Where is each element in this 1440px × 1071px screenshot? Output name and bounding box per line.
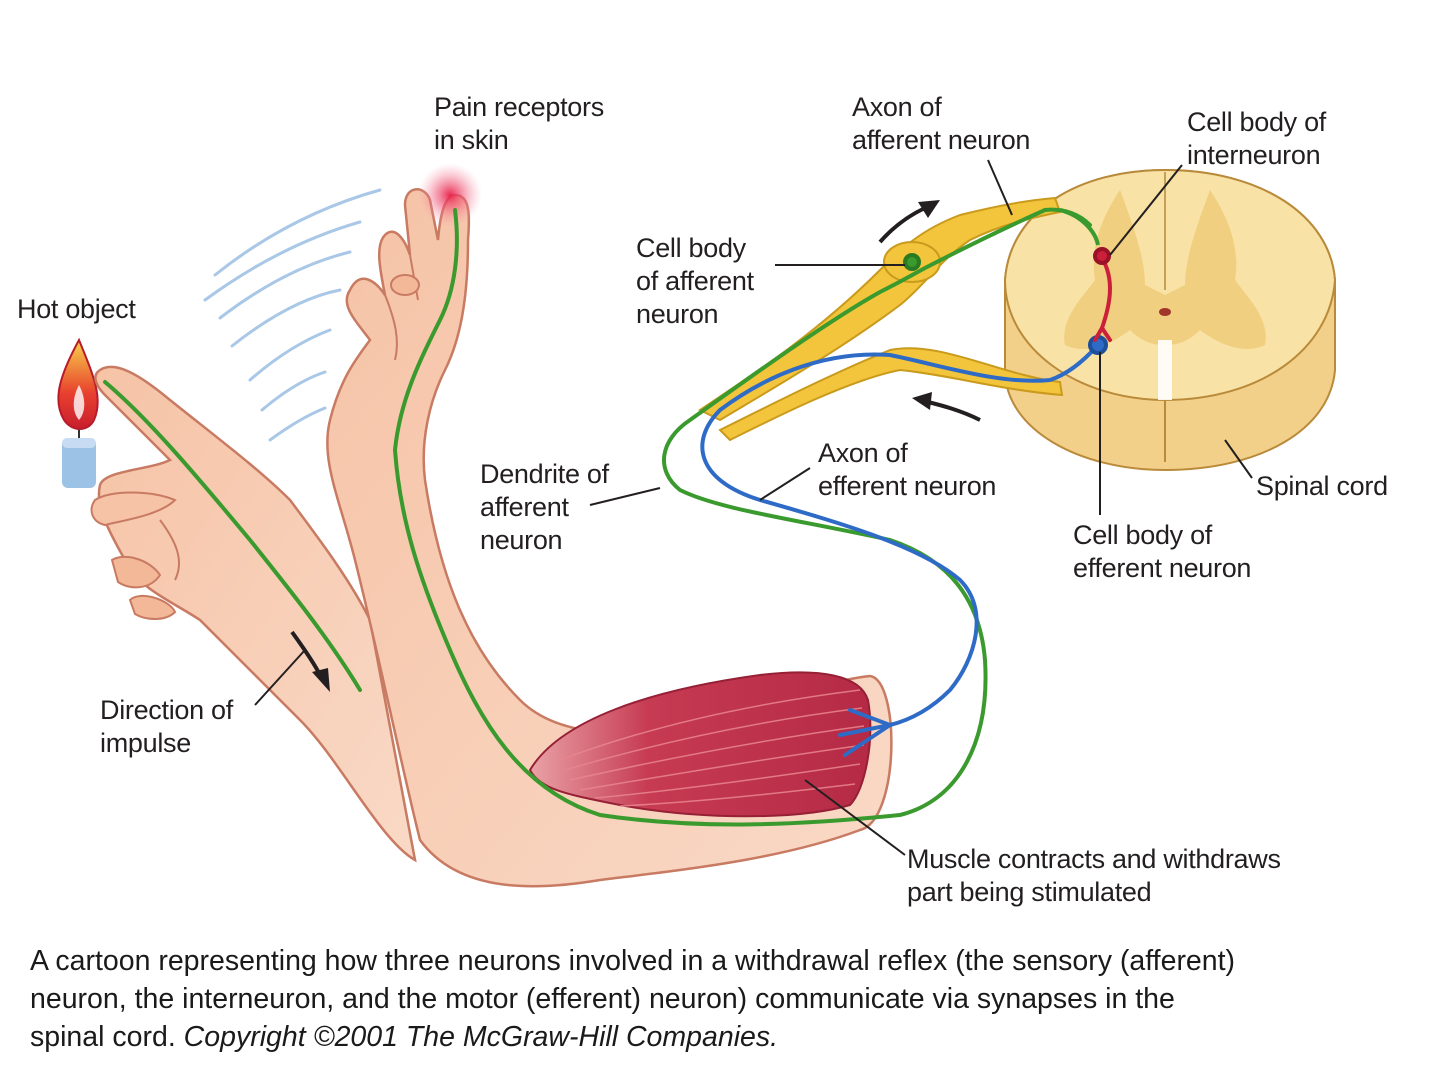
motion-lines [203, 188, 382, 442]
label-hot-object: Hot object [17, 294, 136, 324]
label-cell-body-interneuron: Cell body of interneuron [1187, 107, 1326, 170]
interneuron [1093, 247, 1112, 342]
caption-line-3-text: spinal cord. [30, 1021, 184, 1053]
caption-line-2: neuron, the interneuron, and the motor (… [30, 983, 1175, 1015]
spinal-cord-section [1003, 168, 1337, 472]
leader-lines [254, 159, 1253, 856]
direction-arrows [290, 200, 981, 692]
label-cell-body-afferent: Cell body of afferent neuron [636, 233, 754, 329]
label-pain-receptors: Pain receptors in skin [434, 92, 604, 155]
label-axon-efferent: Axon of efferent neuron [818, 438, 997, 501]
label-cell-body-efferent: Cell body of efferent neuron [1073, 520, 1252, 583]
label-direction-impulse: Direction of impulse [100, 695, 233, 758]
label-dendrite-afferent: Dendrite of afferent neuron [480, 459, 609, 555]
caption-line-3: spinal cord. Copyright ©2001 The McGraw-… [30, 1018, 1420, 1056]
afferent-synapse-branch [1059, 208, 1100, 246]
figure-caption: A cartoon representing how three neurons… [30, 942, 1420, 1056]
pain-receptor-glow [418, 163, 482, 227]
biceps-muscle [528, 671, 872, 818]
label-axon-afferent: Axon of afferent neuron [852, 92, 1031, 155]
caption-line-1: A cartoon representing how three neurons… [30, 945, 1236, 977]
candle-icon [57, 337, 99, 488]
label-muscle-contracts: Muscle contracts and withdraws part bein… [907, 844, 1281, 907]
label-spinal-cord: Spinal cord [1256, 471, 1388, 501]
copyright-notice: Copyright ©2001 The McGraw-Hill Companie… [183, 1021, 779, 1053]
flame-icon [57, 337, 99, 430]
hand-touching-object [90, 365, 417, 863]
reflex-arc-illustration [57, 159, 1337, 888]
